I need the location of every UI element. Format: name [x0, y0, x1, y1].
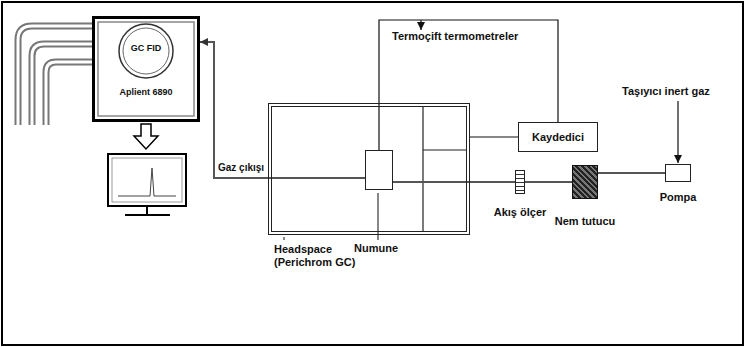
node-label: GC FID [130, 43, 163, 53]
connector [393, 181, 515, 183]
num-box: Numune [365, 150, 393, 190]
kay-box: Kaydedici [518, 122, 598, 152]
annotation-label: Termoçift termometreler [392, 30, 518, 43]
gas-tubes [18, 26, 92, 125]
leader-line [284, 237, 285, 240]
gc-box: GC FID Aplient 6890 [92, 16, 200, 122]
node-label: Headspace (Perichrom GC) [274, 243, 356, 268]
monitor [108, 154, 186, 215]
flow-box: Akış ölçer [515, 170, 525, 194]
hs-box: Headspace (Perichrom GC)Numune [268, 103, 470, 235]
output-arrow [134, 124, 158, 149]
annotation-label: Taşıyıcı inert gaz [622, 85, 710, 98]
node-label: Nem tutucu [555, 215, 616, 228]
node-label: Kaydedici [532, 131, 584, 144]
connector [598, 172, 665, 174]
node-label: Aplient 6890 [118, 87, 173, 97]
column-coil [95, 19, 197, 119]
connector [525, 181, 572, 183]
pompa-box: Pompa [665, 164, 691, 182]
inlet-arrow [677, 101, 678, 163]
headspace-compartments [423, 107, 466, 231]
nem-box: Nem tutucu [572, 165, 598, 199]
connector [470, 136, 518, 137]
node-label: Akış ölçer [494, 206, 547, 219]
pointer-arrow [420, 20, 421, 30]
node-label: Numune [354, 242, 398, 255]
connector [200, 42, 365, 178]
edge-label: Gaz çıkışı [217, 162, 265, 174]
node-label: Pompa [660, 191, 697, 204]
